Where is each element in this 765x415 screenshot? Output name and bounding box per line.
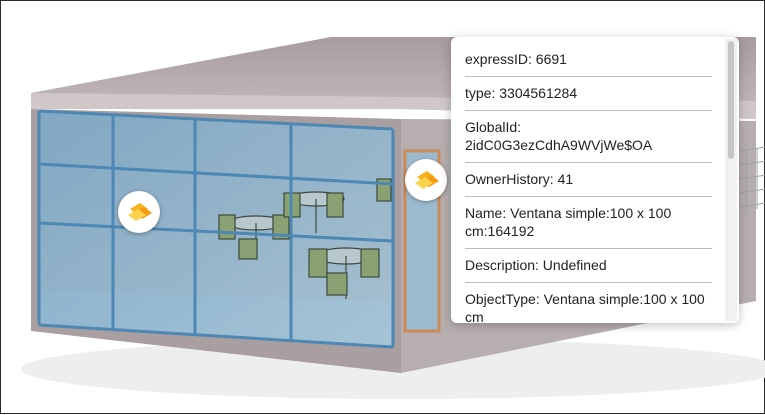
- ifc-marker-icon: [128, 203, 152, 221]
- prop-express-id: expressID: 6691: [465, 43, 712, 77]
- properties-scrollbar[interactable]: [725, 39, 737, 321]
- scrollbar-thumb[interactable]: [728, 41, 734, 159]
- background-grid: [738, 146, 765, 211]
- ifc-marker-left[interactable]: [118, 191, 160, 233]
- prop-type: type: 3304561284: [465, 77, 712, 111]
- properties-panel[interactable]: expressID: 6691 type: 3304561284 GlobalI…: [451, 37, 739, 323]
- prop-name: Name: Ventana simple:100 x 100 cm:164192: [465, 197, 712, 249]
- ifc-marker-right[interactable]: [405, 159, 447, 201]
- properties-list: expressID: 6691 type: 3304561284 GlobalI…: [465, 43, 712, 323]
- prop-global-id: GlobalId: 2idC0G3ezCdhA9WVjWe$OA: [465, 111, 712, 163]
- prop-owner-history: OwnerHistory: 41: [465, 163, 712, 197]
- ifc-marker-icon: [415, 171, 439, 189]
- curtain-wall-mullions: [37, 109, 395, 349]
- curtain-wall-glass: [39, 111, 393, 347]
- prop-object-type: ObjectType: Ventana simple:100 x 100 cm: [465, 283, 712, 323]
- prop-description: Description: Undefined: [465, 249, 712, 283]
